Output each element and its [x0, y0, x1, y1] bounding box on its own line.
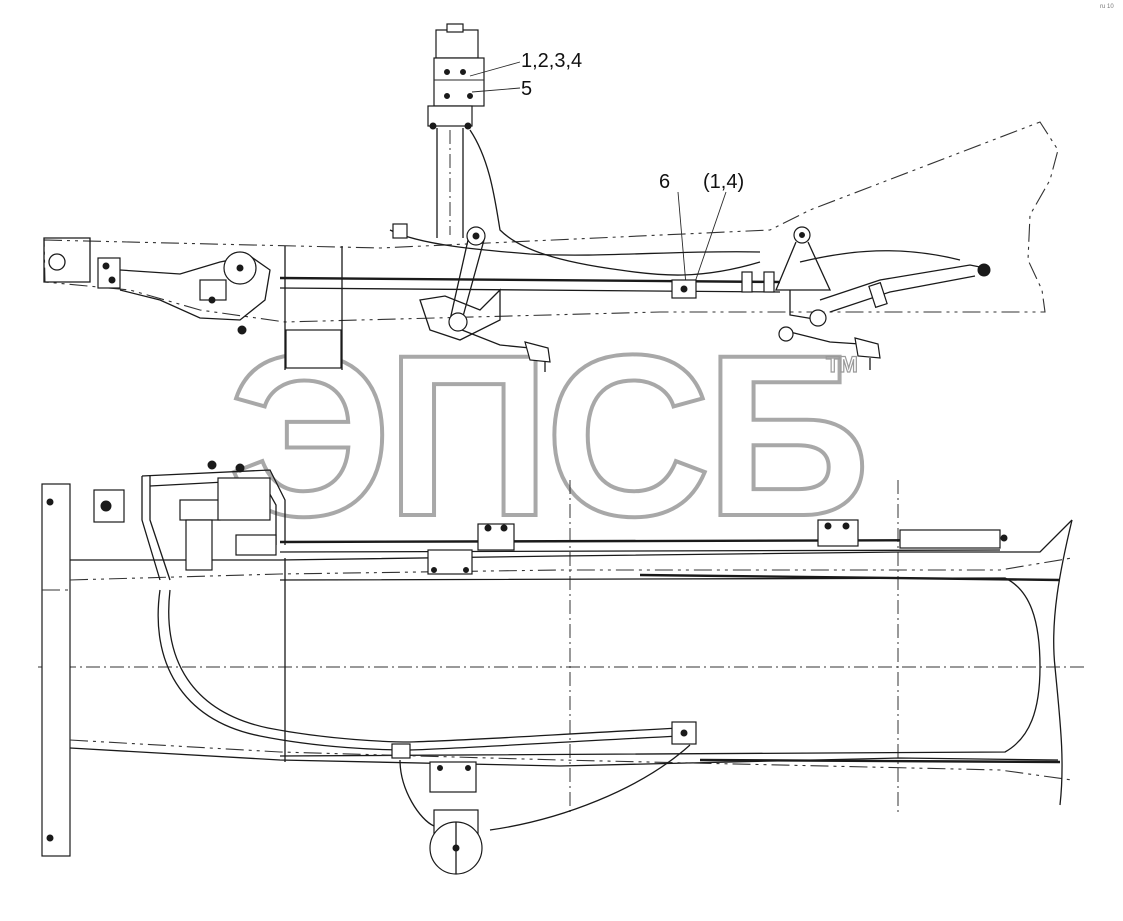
valve-bracket — [427, 105, 473, 127]
valve-cap — [446, 23, 464, 33]
corner-mark: ru 10 — [1100, 4, 1114, 10]
callout-1-2-3-4: 1,2,3,4 — [521, 50, 582, 72]
lower-view — [38, 460, 1085, 875]
watermark-tm: TM — [826, 352, 858, 377]
callout-6: 6 — [659, 171, 670, 193]
callout-5: 5 — [521, 78, 532, 100]
callouts: 1,2,3,4 5 6 (1,4) — [521, 50, 744, 193]
valve-block-body — [433, 57, 485, 107]
callout-1-4: (1,4) — [703, 171, 744, 193]
valve-block-top — [435, 29, 479, 59]
upper-view — [43, 23, 1059, 372]
frame-end-bracket — [43, 237, 91, 283]
left-vertical-bracket — [41, 483, 71, 857]
